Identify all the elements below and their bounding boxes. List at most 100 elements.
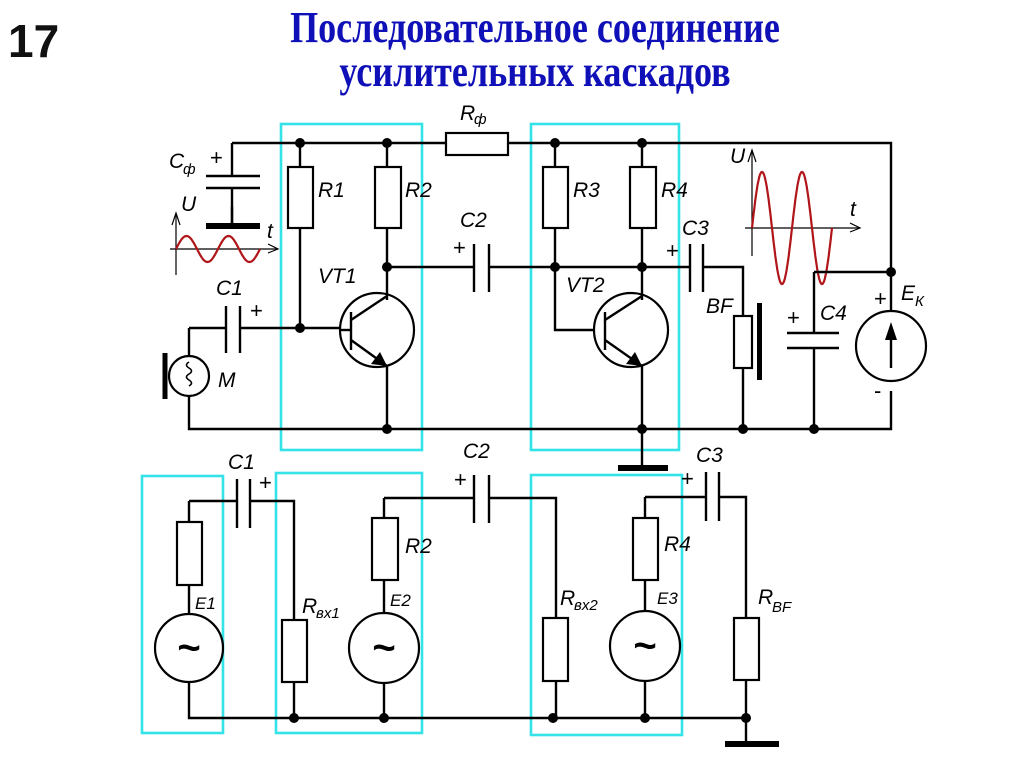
- eq-resistor-r4: [631, 516, 660, 582]
- top-junctions: [295, 138, 896, 434]
- speaker-cone: [757, 303, 762, 380]
- junction: [548, 713, 558, 723]
- transistor-vt1: [338, 291, 416, 429]
- eq-stage-0-box: [140, 474, 225, 735]
- output-t-arrow: [849, 222, 862, 233]
- resistor-r4: [628, 165, 658, 230]
- input-signal-graph: U t: [170, 193, 280, 275]
- label-rbf-sub: BF: [772, 599, 792, 616]
- eq-wires-1: [187, 499, 746, 720]
- eq-resistor-source1: [175, 520, 204, 587]
- equivalent-circuit: ~ E1 C1 + R вх1 R2 ~ E2 C2 + R вх2 R4 ~ …: [140, 440, 792, 747]
- c3-plus: +: [666, 238, 679, 263]
- stage-1-box: [279, 122, 424, 452]
- label-vt2: VT2: [566, 274, 605, 297]
- slide-title-line-2: усилительных каскадов: [339, 47, 731, 96]
- ek-arrow-up-icon: [885, 322, 897, 340]
- input-u-arrow: [171, 211, 181, 226]
- c2-plus: +: [453, 235, 466, 260]
- ek-minus: -: [874, 378, 881, 403]
- speaker-bf: [732, 314, 754, 370]
- junction: [550, 262, 560, 272]
- label-rbf: R: [758, 586, 773, 609]
- label-rin2-sub: вх2: [574, 597, 598, 614]
- stage1-vertical-wires: [298, 143, 389, 328]
- junction: [295, 323, 305, 333]
- label-cf: C: [169, 150, 185, 173]
- eq-c2-plus: +: [454, 467, 467, 492]
- label-rin1: R: [302, 595, 317, 618]
- output-wires: [642, 265, 745, 429]
- junction: [637, 262, 647, 272]
- eq-junctions: [289, 713, 751, 723]
- stage2-vertical-wires: [553, 143, 644, 332]
- label-c2: C2: [460, 209, 487, 232]
- label-r3: R3: [573, 179, 600, 202]
- eq-label-c1: C1: [228, 451, 255, 474]
- junction: [741, 713, 751, 723]
- input-sine-wave: [175, 234, 261, 264]
- junction: [550, 138, 560, 148]
- vt2-body: [592, 291, 670, 369]
- top-amplifier-circuit: R ф + C ф U t R1 R2 C1 +: [162, 102, 928, 471]
- eq-c3-plus: +: [681, 466, 694, 491]
- c4-wires: [812, 270, 891, 429]
- eq-stage-1-box: [274, 471, 424, 735]
- label-r1: R1: [318, 179, 345, 202]
- eq-stage-2-box: [529, 473, 684, 737]
- resistor-r3: [541, 165, 570, 230]
- input-t-arrow: [267, 243, 280, 254]
- vt1-emitter-arrow-icon: [371, 352, 387, 366]
- eq-resistor-rbf: [732, 616, 761, 682]
- slide-title: Последовательное соединение усилительных…: [244, 6, 826, 94]
- microphone: [167, 354, 211, 398]
- label-mic: M: [218, 369, 236, 392]
- transistor-vt2: [592, 291, 670, 470]
- junction: [738, 424, 748, 434]
- c4-plus: +: [787, 305, 800, 330]
- eq-label-c2: C2: [463, 440, 490, 463]
- junction: [640, 713, 650, 723]
- label-c1: C1: [216, 277, 243, 300]
- eq-label-r4: R4: [664, 533, 691, 556]
- eq-label-r2: R2: [405, 535, 432, 558]
- ac-symbol-icon: ~: [633, 624, 656, 668]
- label-rf-sub: ф: [474, 111, 487, 128]
- label-c4: C4: [820, 302, 847, 325]
- stage-2-box: [529, 122, 681, 452]
- junction: [379, 713, 389, 723]
- vt1-collector: [350, 293, 389, 321]
- eq-wires-3: [643, 495, 748, 745]
- eq-ac-source-e1: [153, 612, 225, 684]
- junction: [809, 424, 819, 434]
- output-signal-graph: U t: [730, 145, 862, 286]
- junction: [382, 262, 392, 272]
- label-rin1-sub: вх1: [316, 605, 340, 622]
- label-rin2: R: [560, 587, 575, 610]
- label-ek: E: [901, 282, 916, 305]
- output-t-label: t: [850, 198, 857, 221]
- eq-ac-source-e2: [347, 611, 421, 685]
- supply-rail: [232, 141, 893, 272]
- eq-c1-plus: +: [259, 470, 272, 495]
- output-u-arrow: [747, 148, 757, 163]
- eq-resistor-rin2: [541, 616, 570, 683]
- eq-wires-2: [382, 496, 558, 718]
- c1-plus: +: [250, 298, 263, 323]
- eq-resistor-rin1: [280, 618, 309, 684]
- input-wires: [187, 326, 893, 431]
- slide-number: 17: [8, 15, 60, 67]
- label-e2: E2: [390, 591, 411, 610]
- eq-resistor-r2: [370, 516, 400, 582]
- label-ek-sub: К: [915, 293, 925, 310]
- output-u-label: U: [730, 145, 746, 168]
- eq-ac-source-e3: [608, 609, 682, 683]
- cf-plus: +: [210, 145, 223, 170]
- vt2-collector: [604, 293, 644, 322]
- ac-symbol-icon: ~: [177, 626, 200, 670]
- label-r4: R4: [661, 179, 688, 202]
- input-u-label: U: [181, 193, 197, 216]
- resistor-r2: [373, 165, 403, 230]
- label-cf-sub: ф: [183, 161, 196, 178]
